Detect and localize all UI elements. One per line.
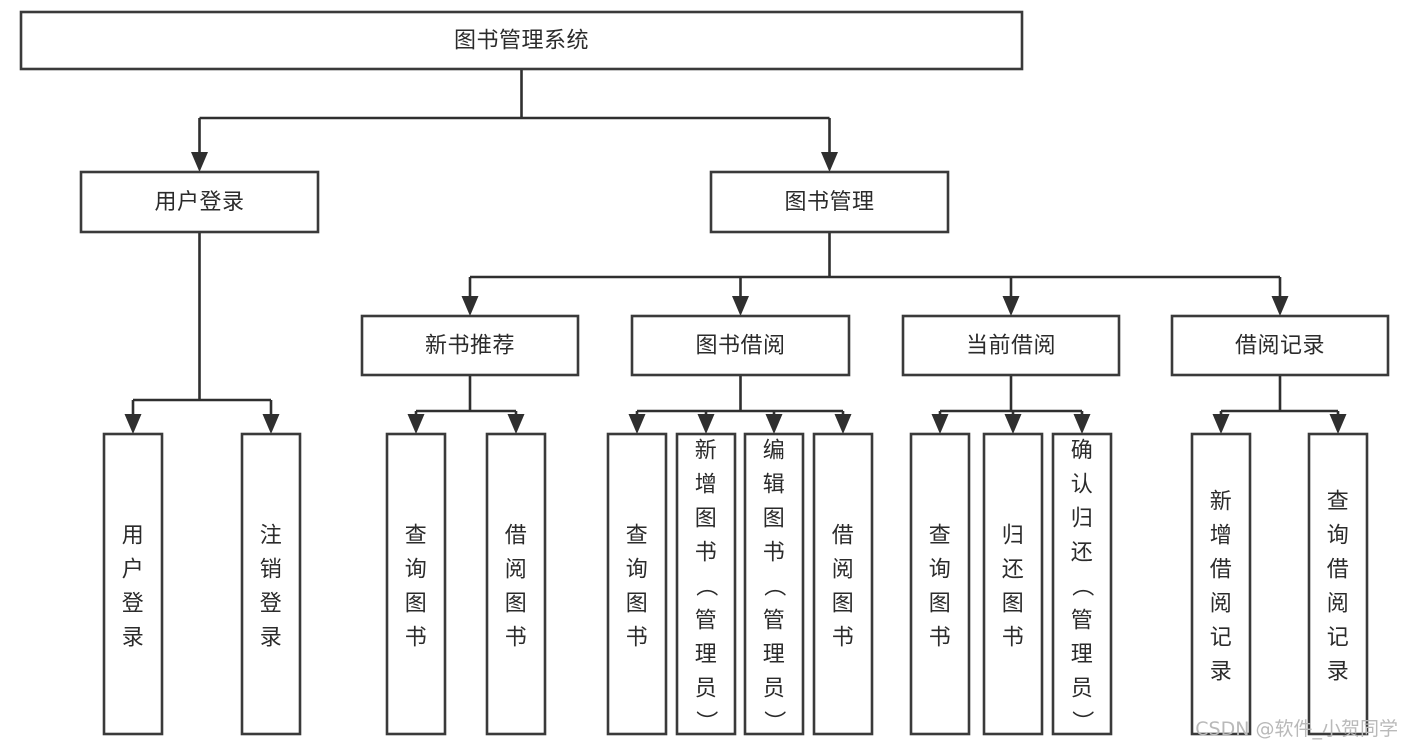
node-leaf-query-book-c-rect <box>909 432 971 736</box>
node-leaf-confirm-return[interactable]: 确认归还（管理员） <box>1051 432 1113 736</box>
node-leaf-edit-book-label: 编辑图书（管理员） <box>763 439 787 736</box>
node-leaf-borrow-book-a[interactable]: 借阅图书 <box>485 432 547 736</box>
node-book-borrow-label: 图书借阅 <box>695 334 785 359</box>
arrow-head-icon <box>1002 296 1020 316</box>
arrow-head-icon <box>461 296 479 316</box>
node-borrow-record-label: 借阅记录 <box>1235 334 1325 359</box>
arrow-head-icon <box>1073 414 1091 434</box>
node-leaf-query-book-c-label: 查询图书 <box>929 524 952 651</box>
boxes-layer: 图书管理系统用户登录图书管理新书推荐图书借阅当前借阅借阅记录用户登录注销登录查询… <box>19 10 1390 736</box>
connectors-layer <box>124 69 1347 434</box>
node-leaf-query-record-label: 查询借阅记录 <box>1327 490 1350 685</box>
node-leaf-query-book-a[interactable]: 查询图书 <box>385 432 447 736</box>
node-leaf-edit-book-rect <box>743 432 805 736</box>
node-root-图书管理系统[interactable]: 图书管理系统 <box>19 10 1024 71</box>
node-leaf-borrow-book-a-rect <box>485 432 547 736</box>
node-leaf-user-login-label: 用户登录 <box>122 524 145 651</box>
arrow-head-icon <box>697 414 715 434</box>
node-leaf-add-book[interactable]: 新增图书（管理员） <box>675 432 737 736</box>
node-leaf-return-book[interactable]: 归还图书 <box>982 432 1044 736</box>
node-book-manage-label: 图书管理 <box>784 190 874 215</box>
node-leaf-logout-rect <box>240 432 302 736</box>
csdn-watermark: CSDN @软件_小贺同学 <box>1195 718 1398 740</box>
node-user-login-rect <box>79 170 320 234</box>
node-leaf-confirm-return-rect <box>1051 432 1113 736</box>
node-leaf-query-book-b[interactable]: 查询图书 <box>606 432 668 736</box>
node-new-book-recommend[interactable]: 新书推荐 <box>360 314 580 377</box>
node-leaf-confirm-return-label: 确认归还（管理员） <box>1071 439 1095 736</box>
arrow-head-icon <box>1329 414 1347 434</box>
arrow-head-icon <box>931 414 949 434</box>
arrow-head-icon <box>124 414 142 434</box>
node-borrow-record[interactable]: 借阅记录 <box>1170 314 1390 377</box>
node-leaf-user-login-rect <box>102 432 164 736</box>
node-leaf-logout-label: 注销登录 <box>260 524 283 651</box>
node-leaf-query-book-b-rect <box>606 432 668 736</box>
node-leaf-query-book-c[interactable]: 查询图书 <box>909 432 971 736</box>
node-user-login[interactable]: 用户登录 <box>79 170 320 234</box>
arrow-head-icon <box>1004 414 1022 434</box>
node-leaf-borrow-book-b-label: 借阅图书 <box>832 524 855 651</box>
node-book-manage[interactable]: 图书管理 <box>709 170 950 234</box>
node-new-book-recommend-label: 新书推荐 <box>425 334 515 359</box>
node-user-login-label: 用户登录 <box>154 190 244 215</box>
arrow-head-icon <box>191 152 208 172</box>
node-leaf-return-book-rect <box>982 432 1044 736</box>
node-current-borrow-label: 当前借阅 <box>966 334 1056 359</box>
node-leaf-add-record-label: 新增借阅记录 <box>1210 490 1233 685</box>
arrow-head-icon <box>262 414 280 434</box>
arrow-head-icon <box>732 296 749 316</box>
node-book-borrow-rect <box>630 314 851 377</box>
node-book-manage-rect <box>709 170 950 234</box>
node-leaf-borrow-book-b[interactable]: 借阅图书 <box>812 432 874 736</box>
node-leaf-add-book-rect <box>675 432 737 736</box>
node-leaf-add-book-label: 新增图书（管理员） <box>695 439 719 736</box>
node-current-borrow[interactable]: 当前借阅 <box>901 314 1121 377</box>
node-leaf-user-login[interactable]: 用户登录 <box>102 432 164 736</box>
arrow-head-icon <box>407 414 425 434</box>
node-leaf-borrow-book-b-rect <box>812 432 874 736</box>
node-leaf-query-book-b-label: 查询图书 <box>626 524 649 651</box>
node-leaf-query-book-a-rect <box>385 432 447 736</box>
arrow-head-icon <box>1271 296 1289 316</box>
node-borrow-record-rect <box>1170 314 1390 377</box>
node-book-borrow[interactable]: 图书借阅 <box>630 314 851 377</box>
arrow-head-icon <box>821 152 838 172</box>
arrow-head-icon <box>628 414 646 434</box>
node-root-图书管理系统-rect <box>19 10 1024 71</box>
arrow-head-icon <box>507 414 525 434</box>
arrow-head-icon <box>1212 414 1230 434</box>
node-leaf-return-book-label: 归还图书 <box>1002 524 1025 651</box>
node-leaf-query-record-rect <box>1307 432 1369 736</box>
node-leaf-edit-book[interactable]: 编辑图书（管理员） <box>743 432 805 736</box>
node-current-borrow-rect <box>901 314 1121 377</box>
node-root-图书管理系统-label: 图书管理系统 <box>454 29 589 54</box>
node-leaf-query-record[interactable]: 查询借阅记录 <box>1307 432 1369 736</box>
node-leaf-logout[interactable]: 注销登录 <box>240 432 302 736</box>
node-leaf-borrow-book-a-label: 借阅图书 <box>505 524 528 651</box>
arrow-head-icon <box>765 414 783 434</box>
node-leaf-add-record-rect <box>1190 432 1252 736</box>
arrow-head-icon <box>834 414 852 434</box>
node-new-book-recommend-rect <box>360 314 580 377</box>
node-leaf-query-book-a-label: 查询图书 <box>405 524 428 651</box>
node-leaf-add-record[interactable]: 新增借阅记录 <box>1190 432 1252 736</box>
